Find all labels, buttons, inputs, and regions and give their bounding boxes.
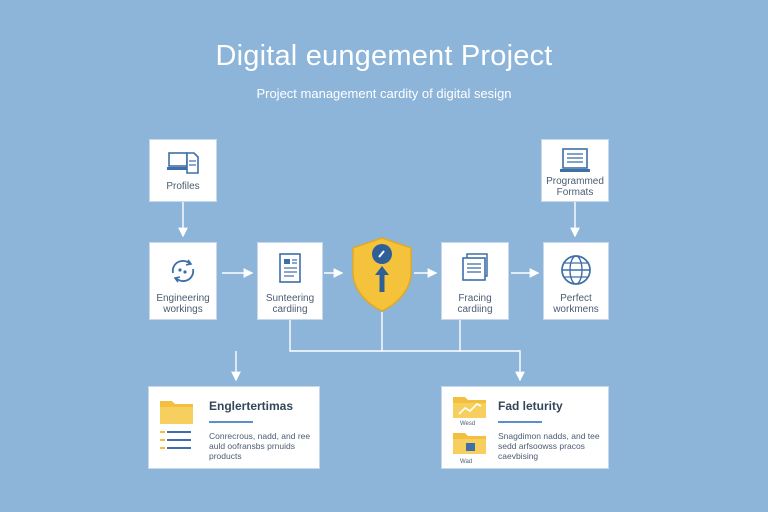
node-fracing-cardiing-label: Fracing cardiing <box>457 293 493 315</box>
stacked-documents-icon <box>462 253 488 281</box>
panel-right[interactable]: Wesd Wad Fad leturity Snagdimon nadds, a… <box>441 386 609 469</box>
panel-right-sublabel-2: Wad <box>460 459 473 465</box>
folder-chart-icon <box>453 397 486 454</box>
node-sunteering-cardiing-label: Sunteering cardiing <box>265 293 315 315</box>
refresh-cycle-icon <box>171 259 195 283</box>
shield-upload-icon[interactable] <box>349 234 415 314</box>
page-title: Digital eungement Project <box>215 40 553 72</box>
node-engineering-workings-label: Engineering workings <box>156 293 210 315</box>
globe-icon <box>561 255 591 285</box>
node-programmed-formats-label: Programmed Formats <box>546 176 604 198</box>
panel-left-text: Conrecrous, nadd, and ree auld oofransbs… <box>209 431 311 461</box>
bracket-line <box>289 320 461 352</box>
node-programmed-formats[interactable]: Programmed Formats <box>541 139 609 202</box>
panel-left-title: Englertertimas <box>209 399 294 413</box>
page-subtitle: Project management cardity of digital se… <box>256 86 512 101</box>
panel-right-sublabel-1: Wesd <box>460 421 476 427</box>
computer-document-icon <box>167 152 199 174</box>
node-profiles-label: Profiles <box>166 181 200 192</box>
node-sunteering-cardiing[interactable]: Sunteering cardiing <box>257 242 323 320</box>
panel-left[interactable]: Englertertimas Conrecrous, nadd, and ree… <box>148 386 320 469</box>
node-engineering-workings[interactable]: Engineering workings <box>149 242 217 320</box>
node-perfect-workmens[interactable]: Perfect workmens <box>543 242 609 320</box>
panel-right-text: Snagdimon nadds, and tee sedd arfsoowss … <box>498 431 600 461</box>
node-perfect-workmens-label: Perfect workmens <box>553 293 599 315</box>
node-fracing-cardiing[interactable]: Fracing cardiing <box>441 242 509 320</box>
node-profiles[interactable]: Profiles <box>149 139 217 202</box>
monitor-text-icon <box>560 148 590 172</box>
folder-list-icon <box>160 401 193 449</box>
arrow-to-right-panel <box>460 350 525 382</box>
panel-right-rule <box>498 421 542 423</box>
panel-left-rule <box>209 421 253 423</box>
panel-right-title: Fad leturity <box>498 399 563 413</box>
document-list-icon <box>279 253 301 283</box>
